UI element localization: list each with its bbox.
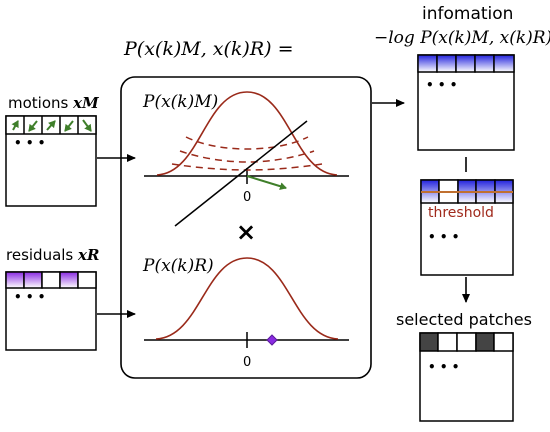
residual-distribution: [144, 257, 349, 348]
selected-ellipsis: • • •: [428, 360, 460, 374]
motion-prob-label: P(x(k)M): [143, 92, 219, 112]
motion-vector-icons: [11, 119, 92, 132]
residuals-text: residuals: [6, 246, 74, 264]
motions-text: motions: [8, 94, 69, 112]
residuals-symbol: xR: [78, 246, 100, 264]
zero-tick-bottom: 0: [243, 355, 252, 370]
motion-distribution: [144, 91, 349, 227]
residuals-ellipsis: • • •: [14, 290, 46, 304]
times-symbol: ×: [236, 218, 257, 246]
joint-prob-label: P(x(k)M, x(k)R) =: [124, 38, 294, 60]
motions-label: motions xM: [8, 94, 99, 112]
residual-prob-label: P(x(k)R): [143, 256, 214, 276]
neg-log-label: −log P(x(k)M, x(k)R): [374, 28, 550, 48]
residuals-block: [5, 271, 97, 351]
zero-tick-top: 0: [243, 190, 252, 205]
threshold-ellipsis: • • •: [428, 230, 460, 244]
threshold-label: threshold: [428, 205, 494, 221]
motions-block: [5, 115, 97, 207]
information-label: infomation: [422, 4, 514, 24]
information-block: [417, 54, 515, 151]
residuals-label: residuals xR: [6, 246, 99, 264]
selected-patches-block: [419, 332, 514, 422]
selected-label: selected patches: [396, 310, 532, 329]
motions-ellipsis: • • •: [14, 136, 46, 150]
information-ellipsis: • • •: [426, 78, 458, 92]
threshold-block: [420, 179, 514, 276]
motions-symbol: xM: [73, 94, 99, 112]
